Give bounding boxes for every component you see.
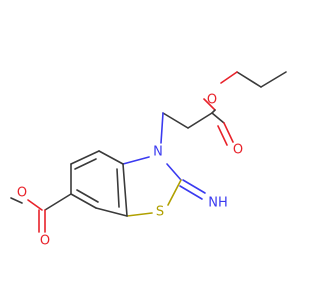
- bond-c4-c5: [70, 150, 100, 165]
- bond-c2-s: [167, 179, 182, 206]
- bond-c6-c7: [70, 193, 97, 209]
- bond-ester-c-o-single: [27, 199, 43, 211]
- bond-o-carbonylc-o-part: [203, 98, 216, 111]
- bond-ch2-n: [160, 112, 164, 144]
- bond-n-c3a: [122, 156, 150, 165]
- bond-c7-c7a: [95, 207, 128, 217]
- bond-s-c7a: [126, 212, 153, 217]
- atom-s-ring: S: [156, 205, 164, 220]
- bond-carbonyl-o2: [217, 125, 228, 146]
- atom-o-ester-ethyl: O: [207, 93, 217, 108]
- atom-o-ester-methyl: O: [17, 186, 27, 201]
- bond-c3a-c7a-inner: [116, 168, 120, 208]
- atom-n-ring: N: [153, 145, 163, 160]
- bond-ch2-ch2: [162, 112, 189, 129]
- atom-n-imine: NH: [208, 196, 228, 211]
- bond-c2-nh-2: [179, 185, 203, 200]
- atom-o-carbonyl-top: O: [233, 143, 243, 158]
- bond-ethyl-ch2: [236, 71, 262, 88]
- bond-carbonyl-o1: [223, 122, 234, 143]
- bond-n-c2: [166, 163, 182, 181]
- bond-c7a-c3a: [122, 163, 128, 217]
- bond-c6-c7-inner: [76, 189, 99, 203]
- bond-carbonyl-ch2: [187, 112, 213, 129]
- bond-o-methyl: [10, 197, 23, 204]
- bond-c3a-c4: [98, 150, 124, 165]
- bond-c6-ester-c: [44, 193, 72, 211]
- molecule-canvas: O O N NH S O O: [10, 71, 287, 249]
- atom-o-carbonyl-left: O: [40, 234, 50, 249]
- bond-c2-nh-1: [182, 179, 206, 194]
- structure-diagram: O O N NH S O O: [10, 71, 287, 249]
- bond-c4-c5-inner: [74, 158, 97, 170]
- bond-carbonyl-c: [211, 112, 225, 124]
- bond-ch2-o: [220, 71, 238, 84]
- bond-ethyl-ch3: [260, 71, 287, 88]
